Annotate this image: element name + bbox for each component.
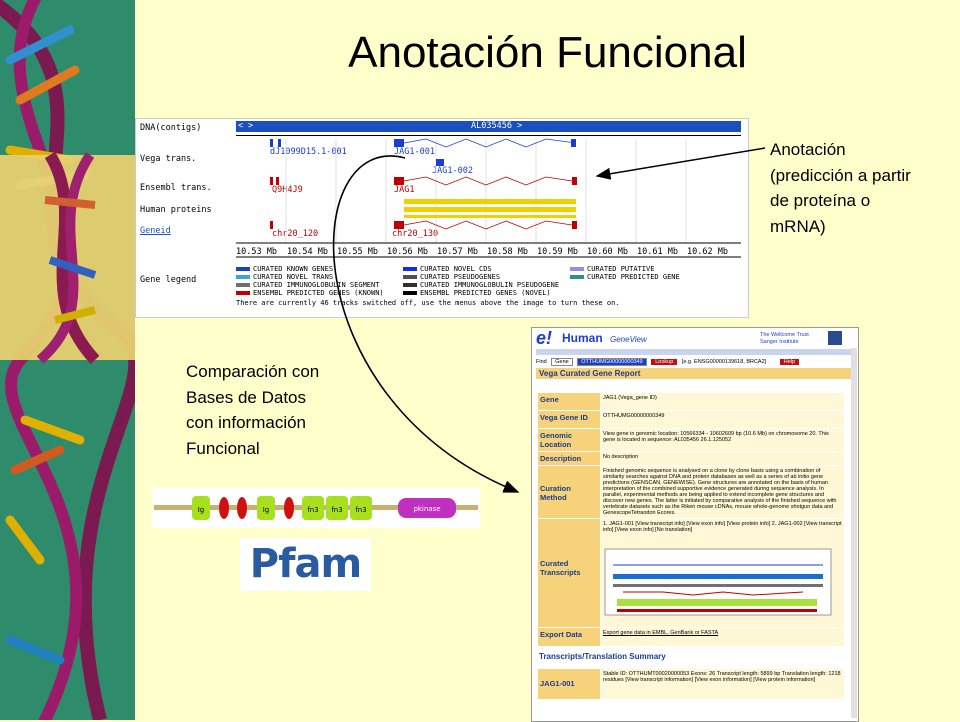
scale-tick: 10.60 Mb bbox=[587, 247, 628, 257]
track-label: Ensembl trans. bbox=[140, 183, 212, 193]
annotation-left-line: Bases de Datos bbox=[186, 387, 307, 407]
annotation-right-line: Anotación bbox=[770, 140, 846, 159]
ensembl-logo: e! bbox=[536, 328, 553, 348]
find-label: Find bbox=[536, 359, 547, 365]
summary-title: Transcripts/Translation Summary bbox=[539, 652, 666, 661]
report-title: Vega Curated Gene Report bbox=[539, 369, 641, 378]
pfam-logo: Pfam bbox=[240, 538, 371, 591]
legend-item: ENSEMBL PREDICTED GENES (NOVEL) bbox=[403, 289, 551, 297]
ensembl-header: e! Human GeneView The Wellcome Trust San… bbox=[532, 328, 858, 348]
arrow-to-genome bbox=[595, 147, 766, 180]
tracks-note: There are currently 46 tracks switched o… bbox=[236, 299, 620, 307]
legend-item: CURATED PUTATIVE bbox=[570, 265, 654, 273]
annotation-left-line: Comparación con bbox=[186, 362, 320, 381]
slide-title: Anotación Funcional bbox=[348, 28, 747, 77]
domain-label: fn3 bbox=[331, 506, 342, 514]
scale-tick: 10.58 Mb bbox=[487, 247, 528, 257]
legend-item: CURATED KNOWN GENES bbox=[236, 265, 333, 273]
lookup-button[interactable]: Lookup bbox=[651, 359, 678, 365]
legend-item: CURATED NOVEL TRANS bbox=[236, 273, 333, 281]
annotation-right-line: mRNA) bbox=[770, 216, 826, 236]
scale-tick: 10.57 Mb bbox=[437, 247, 478, 257]
institute-name: The Wellcome Trust Sanger Institute bbox=[760, 332, 809, 345]
annotation-right-line: (predicción a partir bbox=[770, 165, 911, 185]
legend-item: ENSEMBL PREDICTED GENES (KNOWN) bbox=[236, 289, 384, 297]
domain-label: fn3 bbox=[307, 506, 318, 514]
ensembl-geneview-image: e! Human GeneView The Wellcome Trust San… bbox=[531, 327, 859, 722]
summary-title-bar: Transcripts/Translation Summary bbox=[536, 651, 854, 662]
ensembl-navbar[interactable] bbox=[536, 349, 854, 355]
scale-tick: 10.61 Mb bbox=[637, 247, 678, 257]
legend-item: CURATED NOVEL CDS bbox=[403, 265, 492, 273]
contig-label: DNA(contigs) bbox=[140, 123, 202, 133]
domain-label: Ig bbox=[198, 506, 205, 514]
annotation-left-line: Funcional bbox=[186, 438, 260, 458]
feature-label: chr20_130 bbox=[392, 229, 439, 239]
transcript-structure-graphic bbox=[604, 548, 832, 616]
contig-nav-left[interactable]: < bbox=[238, 121, 244, 131]
protein-domain-diagram: Ig Ig fn3 fn3 fn3 pkinase bbox=[152, 488, 480, 528]
pfam-logo-text: Pfam bbox=[249, 541, 362, 587]
legend-item: CURATED PREDICTED GENE bbox=[570, 273, 680, 281]
scale-tick: 10.59 Mb bbox=[537, 247, 578, 257]
domain-label: Ig bbox=[263, 506, 270, 514]
find-input[interactable]: OTTHUMG00000000349 bbox=[577, 358, 647, 366]
arrow-to-ensembl bbox=[332, 155, 520, 493]
ensembl-species: Human bbox=[562, 331, 603, 345]
dna-decoration-band bbox=[0, 0, 135, 720]
scale-tick: 10.62 Mb bbox=[687, 247, 728, 257]
track-label: Human proteins bbox=[140, 205, 212, 215]
contig-name: AL035456 > bbox=[471, 121, 523, 131]
domain-graphic: Ig Ig fn3 fn3 fn3 pkinase bbox=[154, 496, 478, 520]
legend-label: Gene legend bbox=[140, 275, 197, 285]
feature-label: Q9H4J9 bbox=[272, 185, 303, 195]
report-title-bar: Vega Curated Gene Report bbox=[536, 368, 854, 379]
annotation-right-line: de proteína o bbox=[770, 191, 871, 210]
find-bar: Find Gene OTTHUMG00000000349 Lookup [e.g… bbox=[536, 358, 800, 366]
legend-item: CURATED IMMUNOGLOBULIN SEGMENT bbox=[236, 281, 379, 289]
track-label: Vega trans. bbox=[140, 154, 197, 164]
feature-label: JAG1-002 bbox=[432, 166, 473, 176]
scale-tick: 10.53 Mb bbox=[236, 247, 277, 257]
contig-bar: < > AL035456 > bbox=[236, 121, 741, 132]
track-label-link[interactable]: Geneid bbox=[140, 226, 171, 236]
feature-label: chr20_120 bbox=[272, 229, 319, 239]
report-row: Curated Transcripts 1. JAG1-001 [View tr… bbox=[538, 518, 844, 627]
feature-label: JAG1 bbox=[394, 185, 415, 195]
find-example: [e.g. ENSG00000139618, BRCA2] bbox=[681, 359, 767, 365]
legend-item: CURATED IMMUNOGLOBULIN PSEUDOGENE bbox=[403, 281, 559, 289]
feature-label: dJ1099D15.1-001 bbox=[270, 147, 347, 157]
ensembl-view: GeneView bbox=[610, 335, 647, 344]
contig-axis bbox=[236, 135, 741, 136]
contig-nav-right[interactable]: > bbox=[248, 121, 254, 131]
annotation-left-line: con información bbox=[186, 413, 307, 432]
help-button[interactable]: Help bbox=[779, 359, 800, 365]
feature-label: JAG1-001 bbox=[394, 147, 435, 157]
scale-tick: 10.54 Mb bbox=[287, 247, 328, 257]
scale-tick: 10.56 Mb bbox=[387, 247, 428, 257]
institute-logo bbox=[828, 331, 842, 345]
scale-tick: 10.55 Mb bbox=[337, 247, 378, 257]
legend-item: CURATED PSEUDOGENES bbox=[403, 273, 500, 281]
find-select[interactable]: Gene bbox=[551, 358, 573, 366]
scrollbar[interactable] bbox=[851, 348, 857, 718]
annotation-left: Comparación con Bases de Datos con infor… bbox=[186, 359, 319, 461]
annotation-right: Anotación (predicción a partir de proteí… bbox=[770, 137, 911, 239]
gene-tracks-graphic bbox=[236, 138, 741, 258]
genome-browser-image: DNA(contigs) < > AL035456 > Vega trans. … bbox=[135, 118, 749, 318]
domain-label: pkinase bbox=[413, 505, 440, 513]
domain-label: fn3 bbox=[355, 506, 366, 514]
dna-helix-image bbox=[0, 0, 135, 720]
